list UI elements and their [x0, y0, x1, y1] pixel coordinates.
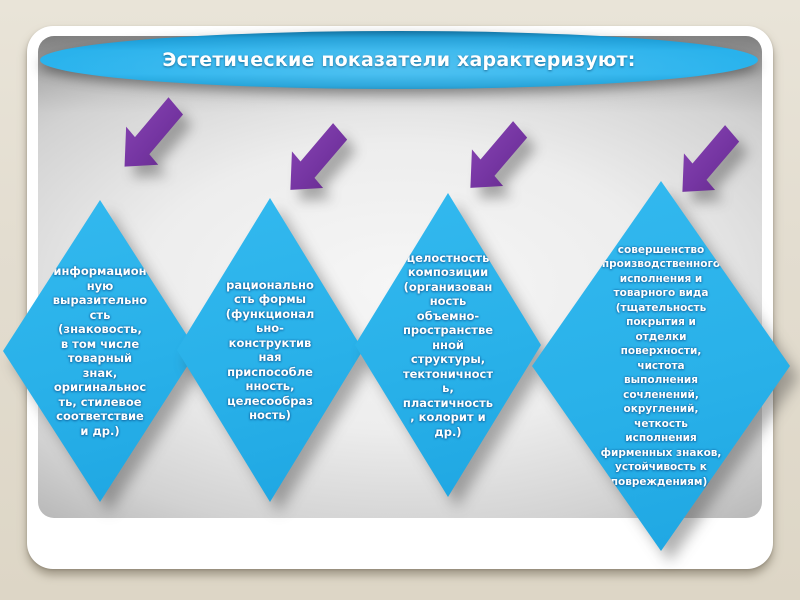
- diamond-text: рационально сть формы (функционал ьно- к…: [225, 277, 315, 423]
- diamond-production-perfection: совершенство производственного исполнени…: [532, 181, 790, 551]
- diamond-shape: совершенство производственного исполнени…: [532, 181, 790, 551]
- diamond-shape: информацион ную выразительно сть (знаков…: [3, 200, 197, 502]
- down-left-arrow-icon: [682, 125, 740, 192]
- diamond-text: совершенство производственного исполнени…: [600, 243, 722, 488]
- diamond-shape: целостность композиции (организован ност…: [355, 193, 541, 497]
- diamond-text: информацион ную выразительно сть (знаков…: [52, 264, 148, 438]
- down-left-arrow-icon: [124, 97, 184, 167]
- diamond-text: целостность композиции (организован ност…: [402, 250, 494, 439]
- down-left-arrow-icon: [470, 121, 528, 188]
- diamond-informational-expressiveness: информацион ную выразительно сть (знаков…: [3, 200, 197, 502]
- diamond-form-rationality: рационально сть формы (функционал ьно- к…: [177, 198, 363, 502]
- diamond-shape: рационально сть формы (функционал ьно- к…: [177, 198, 363, 502]
- slide-title: Эстетические показатели характеризуют:: [162, 49, 636, 71]
- diamond-composition-integrity: целостность композиции (организован ност…: [355, 193, 541, 497]
- title-banner: Эстетические показатели характеризуют:: [40, 31, 758, 89]
- down-left-arrow-icon: [290, 123, 348, 190]
